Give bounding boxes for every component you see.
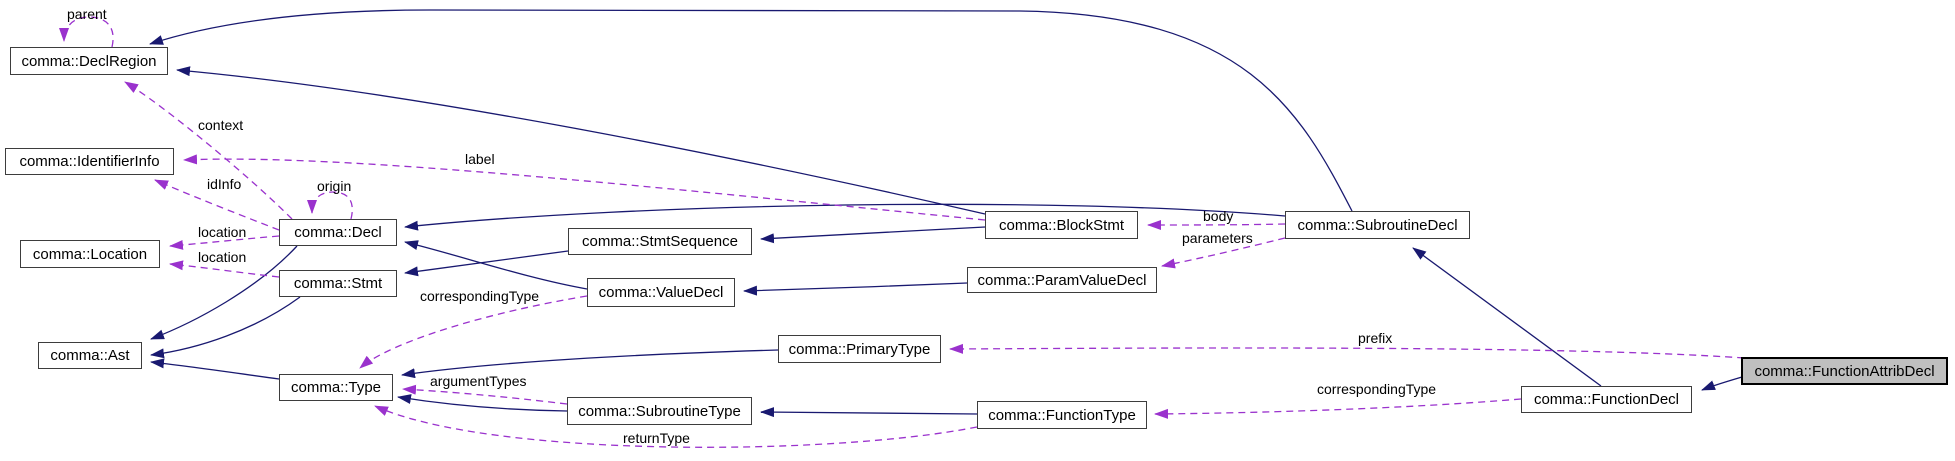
- edge-functiontype-to-subroutinetype: [760, 407, 978, 418]
- edge-label-argumenttypes: argumentTypes: [430, 373, 527, 389]
- edge-functiondecl-to-subroutinedecl: [1412, 247, 1602, 387]
- edge-location-decl: [169, 235, 280, 250]
- edge-label: [183, 154, 986, 221]
- edge-functionattribdecl-to-functiondecl: [1701, 376, 1743, 391]
- edge-body: [1147, 219, 1286, 230]
- edge-label-returntype: returnType: [623, 430, 690, 446]
- node-valuedecl[interactable]: comma::ValueDecl: [587, 278, 735, 307]
- edge-label-parameters: parameters: [1182, 230, 1253, 246]
- node-ast[interactable]: comma::Ast: [38, 342, 142, 369]
- node-decl[interactable]: comma::Decl: [279, 219, 397, 246]
- node-functiondecl[interactable]: comma::FunctionDecl: [1521, 386, 1692, 413]
- edge-label-parent: parent: [67, 6, 107, 22]
- node-subroutinedecl[interactable]: comma::SubroutineDecl: [1285, 211, 1470, 239]
- edge-context: [124, 81, 293, 220]
- edge-label-prefix: prefix: [1358, 330, 1393, 346]
- node-location[interactable]: comma::Location: [20, 240, 160, 268]
- node-declregion[interactable]: comma::DeclRegion: [10, 47, 168, 75]
- edge-primarytype-to-type: [401, 349, 779, 379]
- node-paramvaluedecl[interactable]: comma::ParamValueDecl: [967, 267, 1157, 293]
- edge-parameters: [1161, 237, 1286, 269]
- edge-label-idinfo: idInfo: [207, 176, 242, 192]
- node-subroutinetype[interactable]: comma::SubroutineType: [567, 397, 752, 425]
- edge-stmtsequence-to-stmt: [404, 250, 569, 277]
- edge-prefix: [949, 343, 1745, 359]
- edge-subroutinedecl-to-decl: [404, 203, 1286, 231]
- edge-subroutinetype-to-type: [397, 394, 568, 412]
- edge-blockstmt-to-declregion: [176, 66, 986, 215]
- edge-label-label: label: [465, 151, 495, 167]
- edge-returntype: [374, 405, 978, 448]
- node-stmtsequence[interactable]: comma::StmtSequence: [568, 228, 752, 255]
- edge-idinfo: [154, 179, 280, 231]
- edge-origin-self-loop: [307, 191, 353, 220]
- node-functiontype[interactable]: comma::FunctionType: [977, 401, 1147, 429]
- edge-stmt-to-ast: [150, 296, 301, 359]
- edge-blockstmt-to-stmtsequence: [760, 226, 986, 244]
- edge-label-location-decl: location: [198, 224, 247, 240]
- node-functionattribdecl: comma::FunctionAttribDecl: [1741, 357, 1948, 385]
- edge-argumenttypes: [402, 384, 568, 405]
- edge-label-context: context: [198, 117, 244, 133]
- edge-valuedecl-to-decl: [404, 240, 588, 290]
- edge-parent-self-loop: [59, 16, 114, 48]
- edge-subroutinedecl-to-declregion: [149, 9, 1353, 212]
- node-type[interactable]: comma::Type: [279, 374, 393, 401]
- edge-correspondingtype-valuedecl: [359, 295, 588, 369]
- edge-label-body: body: [1203, 208, 1234, 224]
- node-primarytype[interactable]: comma::PrimaryType: [778, 335, 941, 363]
- edge-paramvaluedecl-to-valuedecl: [743, 282, 968, 296]
- node-stmt[interactable]: comma::Stmt: [279, 270, 397, 297]
- edge-label-correspondingtype-left: correspondingType: [420, 288, 540, 304]
- edge-correspondingtype-functiondecl: [1154, 398, 1522, 419]
- edge-label-origin: origin: [317, 178, 352, 194]
- edge-label-location-stmt: location: [198, 249, 247, 265]
- edge-type-to-ast: [150, 358, 280, 380]
- node-identifierinfo[interactable]: comma::IdentifierInfo: [5, 148, 174, 175]
- node-blockstmt[interactable]: comma::BlockStmt: [985, 211, 1138, 239]
- edge-location-stmt: [169, 260, 280, 278]
- edge-label-correspondingtype-right: correspondingType: [1317, 381, 1437, 397]
- edge-decl-to-ast: [150, 245, 298, 340]
